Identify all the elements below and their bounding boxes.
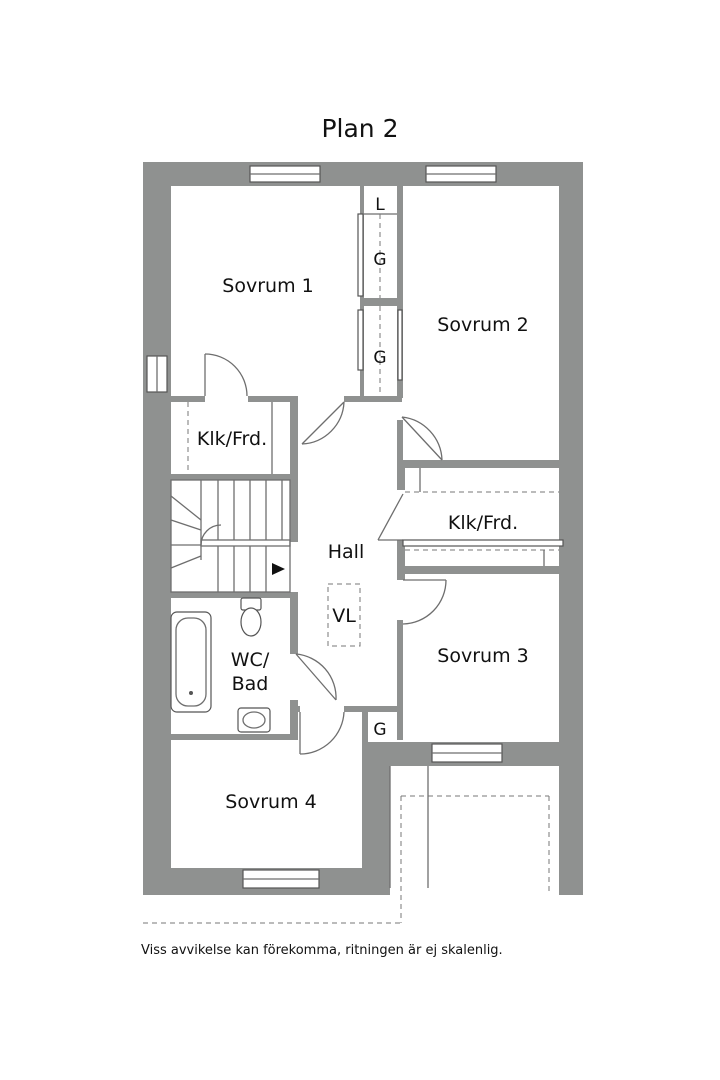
room-label-g-bottom: G <box>373 720 386 740</box>
disclaimer-text: Viss avvikelse kan förekomma, ritningen … <box>141 943 503 958</box>
room-label-sovrum-2: Sovrum 2 <box>437 314 528 336</box>
room-label-vl: VL <box>332 605 356 627</box>
room-label-klk-right: Klk/Frd. <box>448 512 518 534</box>
bathroom-fixtures <box>170 597 271 733</box>
room-label-wc-line1: WC/ <box>231 649 270 671</box>
staircase <box>170 479 291 593</box>
room-label-sovrum-4: Sovrum 4 <box>225 791 316 813</box>
room-label-wc-line2: Bad <box>232 673 269 695</box>
plan-title: Plan 2 <box>321 114 399 143</box>
room-label-g-mid: G <box>373 348 386 368</box>
doors <box>204 353 447 755</box>
room-label-g-top: G <box>373 250 386 270</box>
stair-arrow-icon <box>272 563 285 575</box>
wardrobes <box>187 213 564 566</box>
room-label-l: L <box>375 195 385 215</box>
bathtub-icon <box>170 611 212 713</box>
terrace-outline <box>143 766 550 924</box>
room-label-sovrum-1: Sovrum 1 <box>222 275 313 297</box>
room-label-hall: Hall <box>328 541 365 563</box>
vl-box <box>327 583 361 647</box>
room-label-klk-left: Klk/Frd. <box>197 428 267 450</box>
room-label-sovrum-3: Sovrum 3 <box>437 645 528 667</box>
windows <box>146 165 503 889</box>
